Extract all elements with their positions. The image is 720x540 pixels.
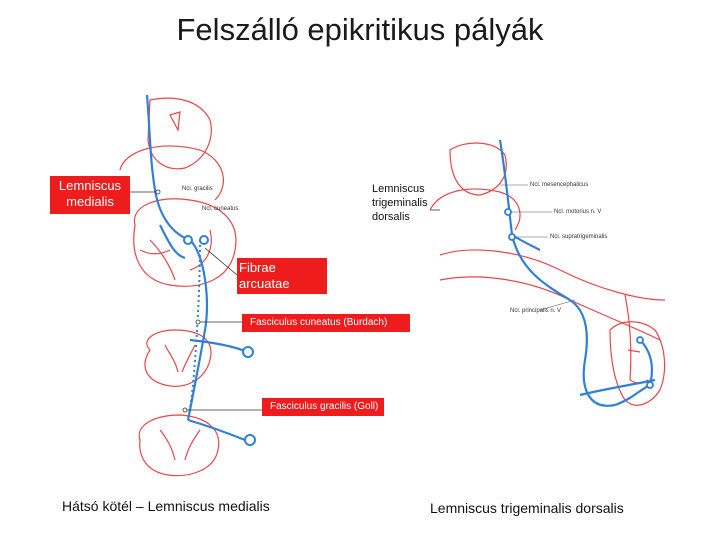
- ncl-mesencephalicus-label: Ncl. mesencephalicus: [530, 182, 588, 188]
- ncl-principalis-label: Ncl. principalis n. V: [510, 308, 561, 314]
- ncl-gracilis-label: Ncl. gracilis: [182, 186, 213, 192]
- ncl-cuneatus-label: Ncl. cuneatus: [202, 206, 238, 212]
- fasciculus-gracilis-label: Fasciculus gracilis (Goll): [262, 398, 384, 416]
- right-tract-lines: [500, 140, 655, 406]
- ncl-motorius-label: Ncl. motorius n. V: [554, 209, 601, 215]
- left-caption: Hátsó kötél – Lemniscus medialis: [62, 498, 270, 514]
- ncl-supratrigeminalis-label: Ncl. supratrigeminalis: [550, 234, 607, 240]
- right-leader-lines: [500, 185, 575, 310]
- lemniscus-medialis-label: Lemniscus medialis: [50, 176, 130, 214]
- right-caption: Lemniscus trigeminalis dorsalis: [430, 500, 624, 516]
- lemniscus-trigeminalis-label: Lemniscus trigeminalis dorsalis: [372, 182, 434, 224]
- left-anatomy-drawing: [120, 98, 236, 475]
- fasciculus-cuneatus-label: Fasciculus cuneatus (Burdach): [242, 314, 410, 332]
- fibrae-arcuatae-label: Fibrae arcuatae internae: [237, 258, 327, 294]
